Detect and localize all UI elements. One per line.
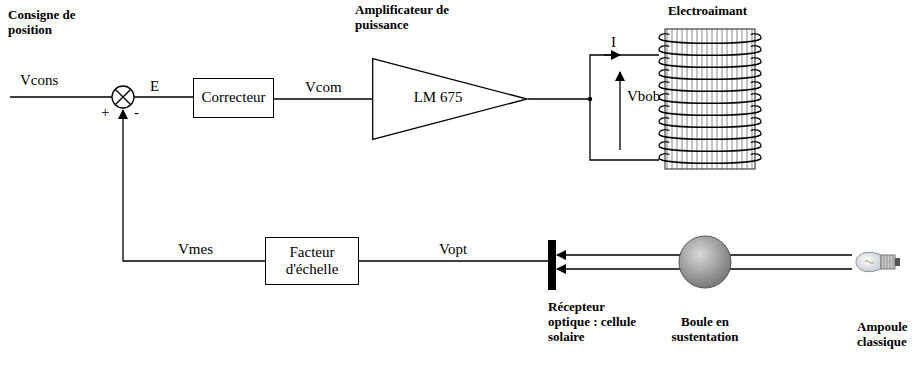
levitated-ball-outline (678, 235, 732, 289)
solar-cell (548, 240, 556, 290)
levitated-ball: Boule en sustentation (655, 233, 755, 358)
junction-cross (115, 89, 131, 105)
process-box: Correcteur (193, 78, 274, 118)
signal-name: Vopt (439, 241, 467, 258)
connector-group (274, 99, 372, 100)
electromagnet-outline (655, 28, 765, 170)
component-label: Electroaimant (645, 4, 770, 19)
ball-shape (679, 236, 731, 288)
box-label: Correcteur (201, 89, 265, 106)
input-caption: Consigne de position (8, 8, 80, 38)
bulb-glass (856, 252, 881, 271)
junction-cross (115, 89, 131, 105)
setpoint-wire (10, 96, 112, 97)
magnet-core (665, 29, 755, 169)
voltage-arrow (619, 72, 620, 150)
optical-receiver-outline (548, 240, 556, 290)
coil-windings (659, 34, 761, 163)
bulb-base (881, 255, 895, 269)
component-label: Ampoule classique (857, 320, 917, 350)
feedback-wire (123, 110, 265, 261)
component-heading: Amplificateur de puissance (355, 3, 475, 33)
error-wire (134, 96, 193, 97)
connector-group (359, 261, 548, 262)
signal-name: Vmes (178, 241, 213, 258)
connector-layer (274, 55, 852, 269)
light-bulb-outline (855, 248, 901, 276)
amplifier-outline (373, 59, 527, 140)
optical-receiver: Récepteur optique : cellule solaire (546, 238, 656, 358)
component-label: Récepteur optique : cellule solaire (548, 300, 648, 345)
signal-wire (274, 98, 372, 99)
process-box: Facteur d'échelle (265, 237, 359, 285)
signal-name: Vcom (305, 79, 342, 96)
amplifier-triangle: Amplificateur de puissance LM 675 (350, 0, 535, 145)
signal-name: Vcons (20, 72, 58, 89)
signal-name: + (101, 104, 109, 121)
light-bulb: Ampoule classique (835, 235, 919, 360)
component-label: Boule en sustentation (655, 315, 755, 345)
electromagnet: Electroaimant (645, 0, 770, 172)
signal-wire (590, 99, 659, 160)
signal-name: - (134, 104, 139, 121)
connector-group (528, 55, 659, 160)
signal-name: I (611, 34, 616, 51)
signal-name: Vbob (627, 88, 660, 105)
signal-wire (359, 260, 548, 261)
component-label: LM 675 (398, 89, 478, 106)
summing-junction (112, 86, 134, 108)
static-wires (10, 55, 620, 261)
signal-name: E (150, 78, 159, 95)
box-label: Facteur d'échelle (266, 244, 358, 279)
